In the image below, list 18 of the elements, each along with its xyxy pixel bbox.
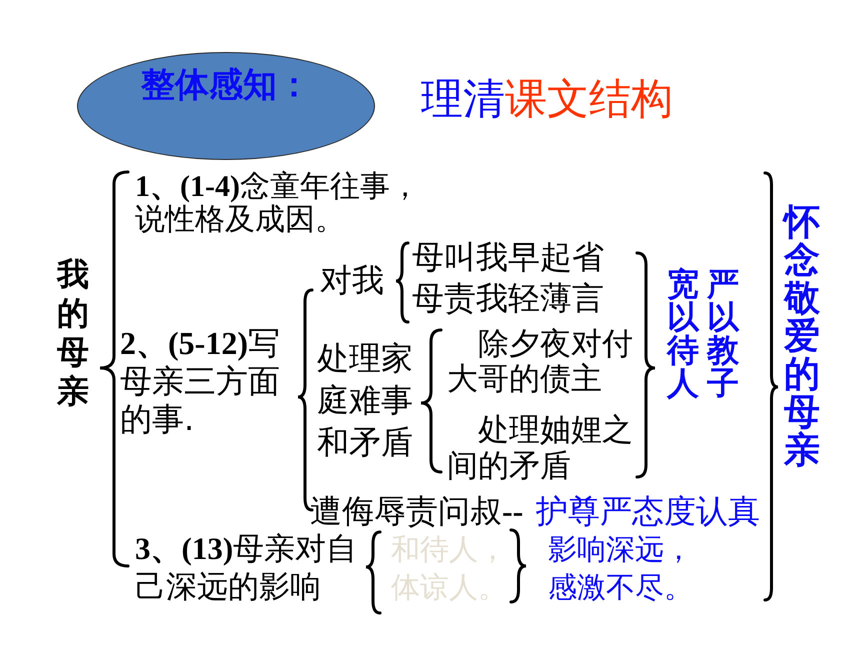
outline-item: 2、(5-12)写母亲三方面的事. [120,324,281,438]
sub-item-text: 遭侮辱责问叔-- [310,492,524,530]
sub-item-text: 对我 [320,261,384,299]
vertical-heading: 我的母亲 [56,255,90,411]
vertical-summary: 严以教子 [706,268,740,400]
outline-item: 1、(1-4)念童年往事，说性格及成因。 [135,170,421,236]
detail-text: 除夕夜对付大哥的债主 [447,327,634,397]
vertical-summary: 宽以待人 [666,268,700,400]
summary-text: 影响深远，感激不尽。 [548,531,694,606]
badge-label: 整体感知： [140,65,312,106]
detail-text: 母责我轻薄言 [412,279,604,317]
title-text: 理清课文结构 [421,74,673,124]
sub-item-text: 处理家庭难事和矛盾 [317,338,414,463]
outline-item: 3、(13)母亲对自己深远的影响 [135,530,358,606]
vertical-conclusion: 怀念敬爱的母亲 [783,204,821,470]
summary-text: 护尊严态度认真 [536,492,760,530]
detail-text: 处理妯娌之间的矛盾 [447,412,634,484]
detail-text: 母叫我早起省 [412,238,604,276]
